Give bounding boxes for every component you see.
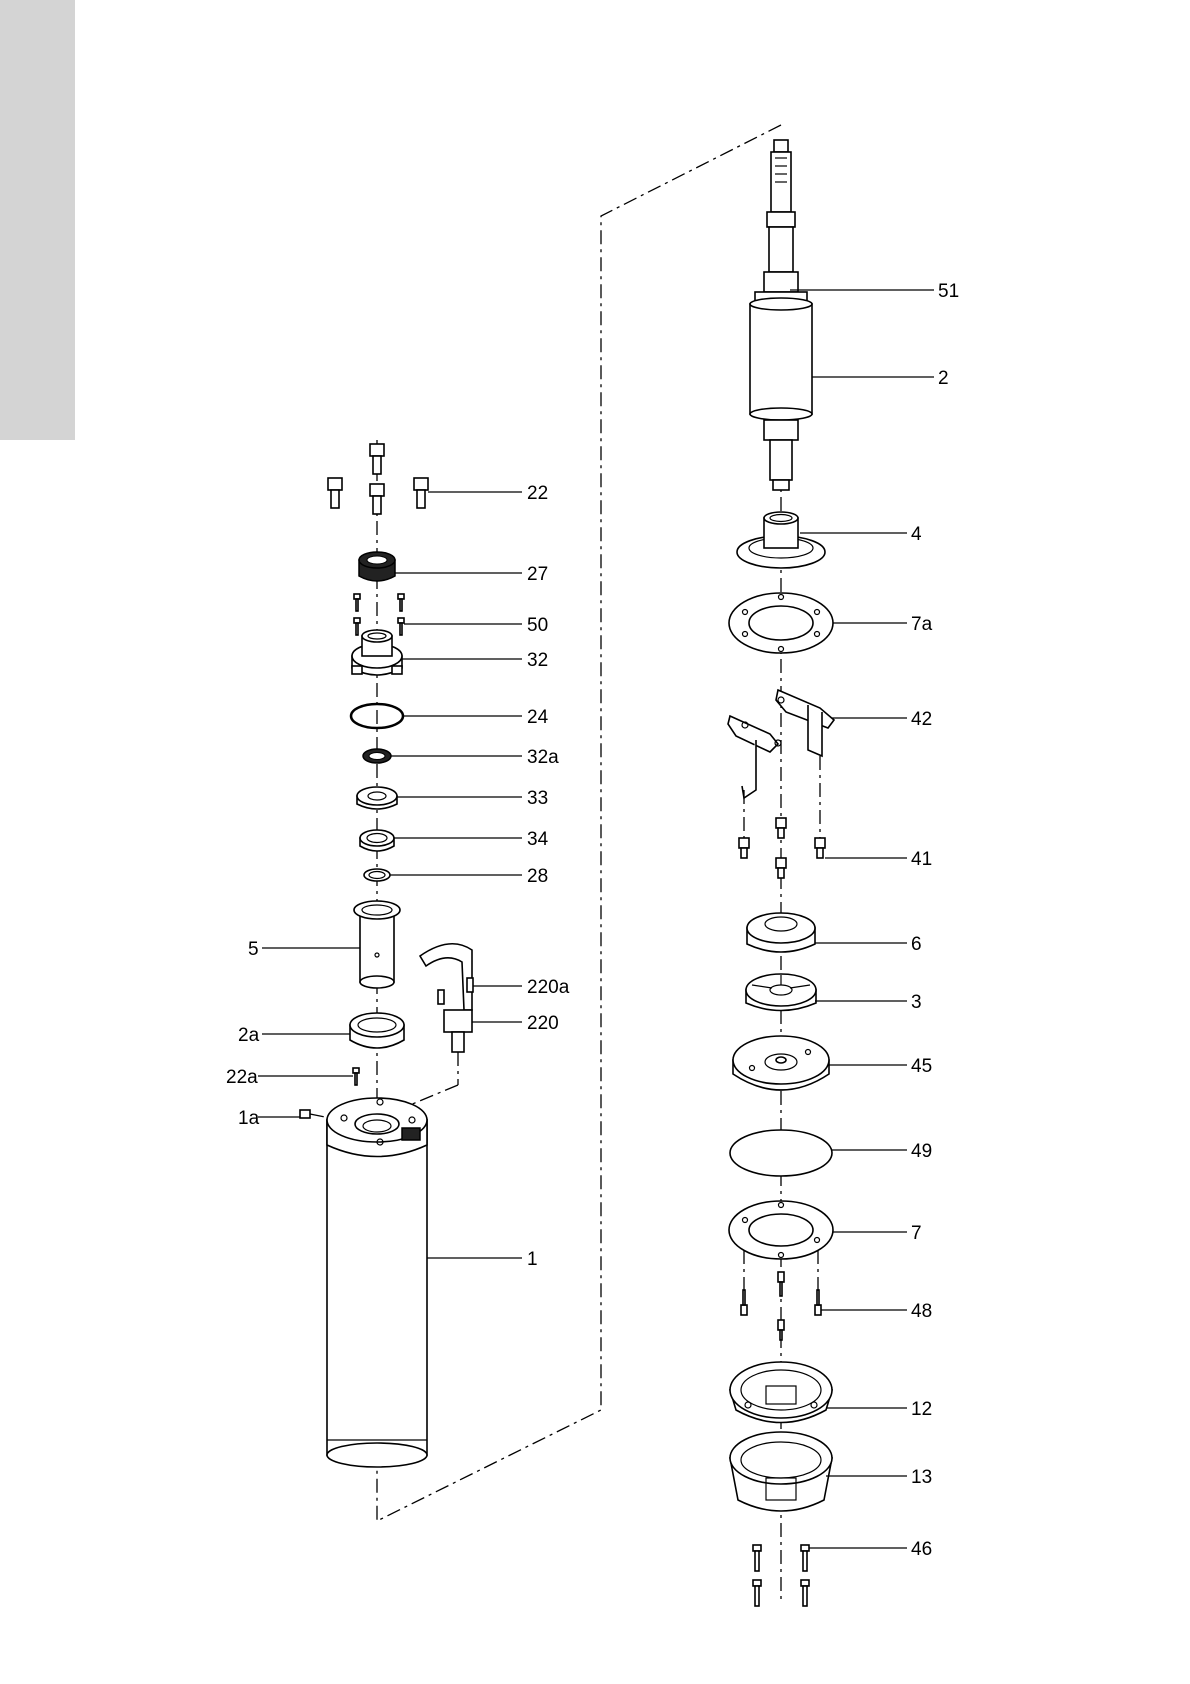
label-2: 2 bbox=[938, 368, 949, 389]
label-28: 28 bbox=[527, 866, 548, 887]
label-50: 50 bbox=[527, 615, 548, 636]
label-42: 42 bbox=[911, 709, 932, 730]
cover-13-part bbox=[730, 1432, 832, 1511]
label-7a: 7a bbox=[911, 614, 933, 635]
seal-27-part bbox=[359, 552, 395, 581]
label-12: 12 bbox=[911, 1399, 932, 1420]
label-41: 41 bbox=[911, 849, 932, 870]
ring-49-part bbox=[730, 1130, 832, 1176]
label-3: 3 bbox=[911, 992, 922, 1013]
assembly-axis-right bbox=[377, 125, 781, 1521]
label-46: 46 bbox=[911, 1539, 932, 1560]
rotor-shaft-part bbox=[750, 140, 812, 490]
label-51: 51 bbox=[938, 281, 959, 302]
ring-2a-part bbox=[350, 1013, 404, 1048]
bearing-sleeve-part bbox=[737, 512, 825, 568]
label-22a: 22a bbox=[226, 1067, 258, 1088]
screw-22a-part bbox=[353, 1068, 359, 1085]
motor-housing-1-part bbox=[327, 1098, 427, 1467]
label-49: 49 bbox=[911, 1141, 932, 1162]
label-27: 27 bbox=[527, 564, 548, 585]
thrust-bearing-3-part bbox=[746, 974, 816, 1011]
label-32a: 32a bbox=[527, 747, 559, 768]
label-32: 32 bbox=[527, 650, 548, 671]
label-22: 22 bbox=[527, 483, 548, 504]
label-33: 33 bbox=[527, 788, 548, 809]
plug-1a-part bbox=[300, 1110, 310, 1118]
bearing-34-part bbox=[360, 830, 394, 851]
plate-45-part bbox=[733, 1036, 829, 1090]
bearing-33-part bbox=[357, 787, 397, 809]
bearing-6-part bbox=[747, 913, 815, 952]
label-220: 220 bbox=[527, 1013, 559, 1034]
label-48: 48 bbox=[911, 1301, 932, 1322]
cable-guard-220-part bbox=[410, 944, 473, 1105]
label-13: 13 bbox=[911, 1467, 932, 1488]
screws-50-part bbox=[354, 594, 404, 635]
ring-28-part bbox=[364, 869, 390, 881]
label-45: 45 bbox=[911, 1056, 932, 1077]
label-2a: 2a bbox=[238, 1025, 260, 1046]
label-220a: 220a bbox=[527, 977, 570, 998]
label-7: 7 bbox=[911, 1223, 922, 1244]
plate-7a-part bbox=[729, 593, 833, 653]
label-34: 34 bbox=[527, 829, 549, 850]
label-6: 6 bbox=[911, 934, 922, 955]
bracket-42-part bbox=[728, 690, 834, 798]
label-1: 1 bbox=[527, 1249, 538, 1270]
housing-12-part bbox=[730, 1362, 832, 1423]
sleeve-5-part bbox=[354, 901, 400, 988]
label-24: 24 bbox=[527, 707, 549, 728]
label-5: 5 bbox=[248, 939, 259, 960]
bolts-22-part bbox=[328, 444, 428, 514]
ring-32a-part bbox=[363, 749, 391, 763]
label-1a: 1a bbox=[238, 1108, 260, 1129]
label-4: 4 bbox=[911, 524, 922, 545]
bearing-housing-32-part bbox=[352, 630, 402, 675]
